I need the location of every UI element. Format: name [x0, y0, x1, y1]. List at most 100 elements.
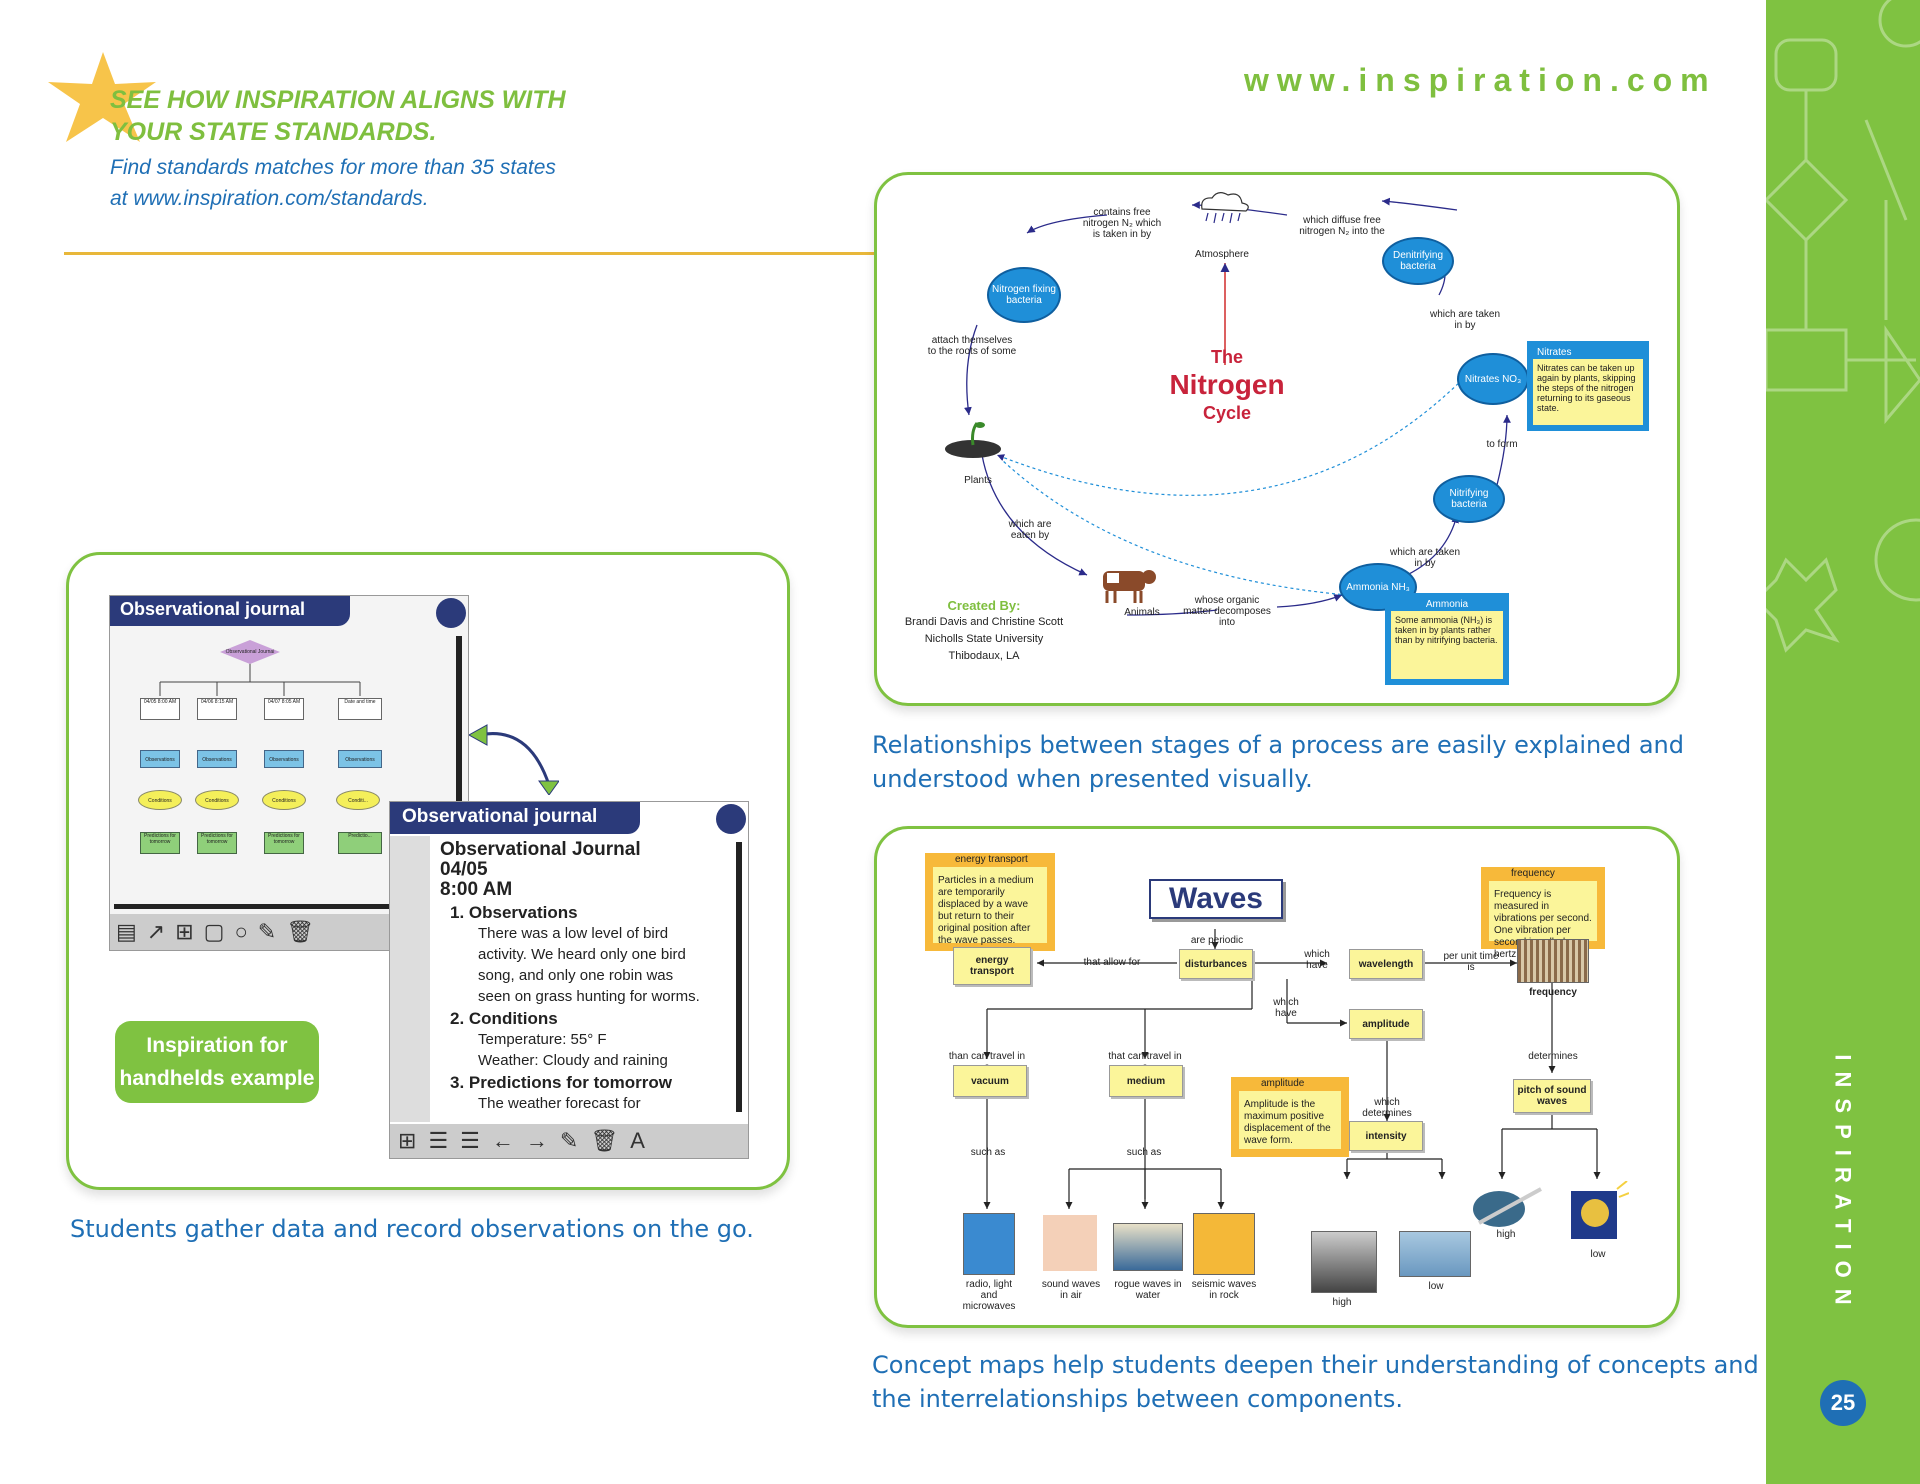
whose-organic-label: whose organic matter decomposes into [1183, 595, 1271, 628]
diagram-tool-icon[interactable]: ⊞ [175, 919, 194, 944]
ammonia-note[interactable]: Ammonia Some ammonia (NH₃) is taken in b… [1385, 593, 1509, 685]
rogue-wave-image [1113, 1223, 1183, 1271]
pda-date-node[interactable]: 04/06 8:15 AM [197, 698, 237, 720]
are-periodic-label: are periodic [1190, 935, 1244, 946]
nitrogen-title: The Nitrogen Cycle [1169, 347, 1285, 423]
energy-note[interactable]: energy transport Particles in a medium a… [925, 853, 1055, 951]
balloon-tool-icon[interactable]: ○ [234, 919, 248, 944]
intensity-node[interactable]: intensity [1349, 1121, 1423, 1151]
section-3[interactable]: 3. Predictions for tomorrow The weather … [450, 1073, 672, 1112]
pda-scrollbar-1[interactable] [456, 636, 462, 886]
pda-pred-node[interactable]: Predictions for tomorrow [197, 832, 237, 854]
left-arrow-icon[interactable]: ← [491, 1128, 514, 1153]
flute-image [1473, 1185, 1543, 1229]
trash-icon[interactable]: 🗑 [286, 919, 315, 944]
seismic-image [1193, 1213, 1255, 1275]
pda-logo-icon [436, 598, 466, 628]
frequency-image [1517, 939, 1589, 983]
satellite-dish-image [963, 1213, 1015, 1275]
journal-gutter [390, 836, 430, 1122]
promo-title: SEE HOW INSPIRATION ALIGNS WITH YOUR STA… [110, 86, 566, 146]
pda-obs-node[interactable]: Observations [140, 750, 180, 768]
high-1-label: high [1332, 1297, 1352, 1308]
pda-cond-node[interactable]: Conditions [262, 790, 306, 810]
link-tool-icon[interactable]: ↗ [146, 919, 166, 944]
pda-pred-node[interactable]: Predictio... [338, 832, 382, 854]
header-divider [64, 252, 874, 255]
animals-label: Animals [1124, 607, 1160, 618]
nitrates-note[interactable]: Nitrates Nitrates can be taken up again … [1527, 341, 1649, 431]
energy-transport-node[interactable]: energy transport [953, 947, 1031, 985]
low-2-label: low [1590, 1249, 1606, 1260]
pda-pred-node[interactable]: Predictions for tomorrow [264, 832, 304, 854]
which-diffuse-label: which diffuse free nitrogen N₂ into the [1299, 215, 1385, 237]
screen1-title: Observational journal [110, 596, 350, 626]
pda-toolbar-2: ⊞ ☰ ☰ ← → ✎ 🗑 A [390, 1124, 748, 1158]
right-arrow-icon[interactable]: → [525, 1128, 548, 1153]
cloud-icon [1192, 189, 1252, 229]
text-tool-icon[interactable]: ▤ [116, 919, 137, 944]
indent-icon[interactable]: ☰ [428, 1128, 449, 1153]
pitch-node[interactable]: pitch of sound waves [1513, 1079, 1591, 1113]
pda-obs-node[interactable]: Observations [197, 750, 237, 768]
pda-scrollbar-2[interactable] [736, 842, 742, 1112]
nitrifying-bubble[interactable]: Nitrifying bacteria [1433, 475, 1505, 523]
ear-image [1043, 1215, 1097, 1271]
waves-title: Waves [1149, 879, 1283, 919]
amplitude-note[interactable]: amplitude Amplitude is the maximum posit… [1231, 1077, 1349, 1157]
font-size-icon[interactable]: A [630, 1128, 645, 1153]
medium-node[interactable]: medium [1109, 1065, 1183, 1097]
which-have-1-label: which have [1304, 949, 1330, 971]
pda-obs-node[interactable]: Observations [264, 750, 304, 768]
pda-pred-node[interactable]: Predictions for tomorrow [140, 832, 180, 854]
pen-tool-icon[interactable]: ✎ [559, 1128, 579, 1153]
nitrogen-lines [964, 197, 1511, 616]
star-icon [48, 52, 158, 142]
waves-caption: Concept maps help students deepen their … [872, 1351, 1759, 1413]
amplitude-node[interactable]: amplitude [1349, 1009, 1423, 1039]
pda-date-node[interactable]: 04/07 8:05 AM [264, 698, 304, 720]
calm-water-image [1399, 1231, 1471, 1277]
pen-tool-icon[interactable]: ✎ [257, 919, 277, 944]
handheld-caption: Students gather data and record observat… [70, 1215, 754, 1243]
pda-date-node[interactable]: Date and time [338, 698, 382, 720]
sound-air-label: sound waves in air [1041, 1279, 1101, 1301]
plants-label: Plants [964, 475, 992, 486]
frequency-note[interactable]: frequency Frequency is measured in vibra… [1481, 867, 1605, 960]
wavelength-node[interactable]: wavelength [1349, 949, 1423, 979]
disturbances-node[interactable]: disturbances [1179, 949, 1253, 979]
outline-tool-icon[interactable]: ⊞ [398, 1128, 417, 1153]
pda-cond-node[interactable]: Conditi... [336, 790, 380, 810]
switch-arrow-icon [469, 724, 559, 795]
tuba-image [1567, 1180, 1630, 1245]
section-1[interactable]: 1. Observations There was a low level of… [450, 903, 700, 1005]
vacuum-node[interactable]: vacuum [953, 1065, 1027, 1097]
frequency-label: frequency [1529, 987, 1577, 998]
which-determines-label: which determines [1362, 1097, 1412, 1119]
trash-icon[interactable]: 🗑 [590, 1128, 619, 1153]
that-allow-for-label: that allow for [1083, 957, 1141, 968]
rogue-label: rogue waves in water [1114, 1279, 1182, 1301]
nitrogen-fixing-bubble[interactable]: Nitrogen fixing bacteria [987, 267, 1061, 323]
low-1-label: low [1428, 1281, 1444, 1292]
which-have-2-label: which have [1273, 997, 1299, 1019]
contains-free-label: contains free nitrogen N₂ which is taken… [1082, 207, 1162, 240]
pda-logo-icon [716, 804, 746, 834]
pda-cond-node[interactable]: Conditions [195, 790, 239, 810]
site-url[interactable]: www.inspiration.com [1244, 62, 1717, 98]
pda-obs-node[interactable]: Observations [338, 750, 382, 768]
pda-cond-node[interactable]: Conditions [138, 790, 182, 810]
high-2-label: high [1496, 1229, 1516, 1240]
pda-hscroll-1[interactable] [114, 904, 454, 909]
page-number: 25 [1830, 1390, 1856, 1415]
pda-date-node[interactable]: 04/05 8:00 AM [140, 698, 180, 720]
shape-tool-icon[interactable]: ▢ [203, 919, 225, 944]
denitrifying-bubble[interactable]: Denitrifying bacteria [1382, 237, 1454, 285]
atmosphere-label: Atmosphere [1195, 249, 1249, 260]
nitrogen-caption: Relationships between stages of a proces… [872, 731, 1684, 793]
handheld-panel: Observational journal Observational Jour… [66, 552, 790, 1190]
credits: Created By: Brandi Davis and Christine S… [904, 598, 1064, 662]
nitrates-bubble[interactable]: Nitrates NO₃ [1457, 353, 1529, 405]
outdent-icon[interactable]: ☰ [460, 1128, 480, 1153]
